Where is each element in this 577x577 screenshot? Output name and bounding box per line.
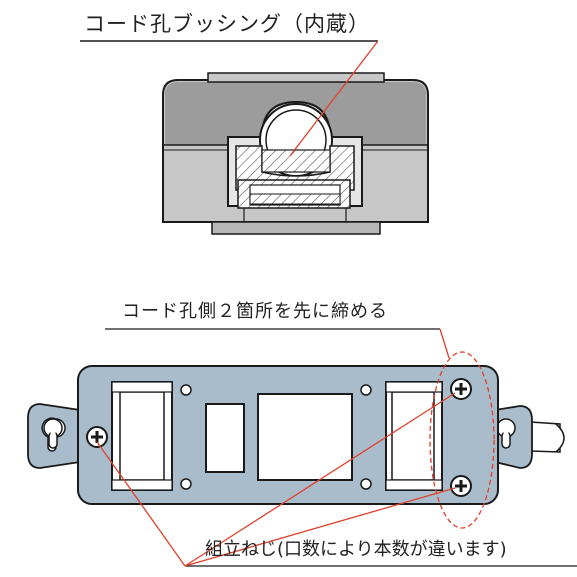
bushing-leader-line <box>289 40 379 157</box>
vent-hole <box>360 384 372 396</box>
screw-top-right <box>450 378 472 400</box>
right-mounting-ear <box>494 405 533 469</box>
center-window-large <box>257 393 353 481</box>
tighten-leader-line <box>439 328 450 359</box>
vent-hole <box>360 478 372 490</box>
center-window-small <box>205 403 245 473</box>
screw-left <box>86 426 108 448</box>
screws-leader-line <box>184 487 456 567</box>
outlet-bottom-view <box>27 328 577 567</box>
screws-leader-line <box>96 441 186 567</box>
assembly-screws-label: 組立ねじ(口数により本数が違います) <box>205 539 507 560</box>
vent-hole <box>180 478 192 490</box>
cord-side-highlight <box>429 351 495 529</box>
screw-bottom-right <box>450 475 472 497</box>
outlet-side-view <box>80 40 429 235</box>
outlet-base <box>211 221 381 235</box>
vent-hole <box>180 384 192 396</box>
tighten-first-label: コード孔側２箇所を先に締める <box>122 301 388 322</box>
bushing-label: コード孔ブッシング（内蔵） <box>84 12 370 36</box>
screws-leader-line <box>184 392 456 567</box>
